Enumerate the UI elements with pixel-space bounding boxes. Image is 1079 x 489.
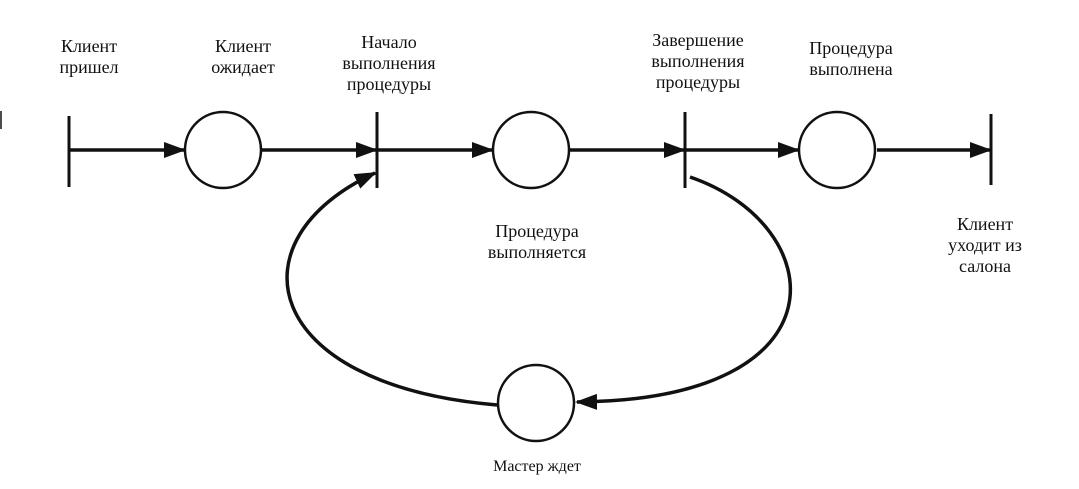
label-start-procedure: Начало выполнения процедуры — [342, 32, 436, 94]
place-procedure-done — [797, 110, 877, 190]
label-client-arrived: Клиент пришел — [59, 36, 119, 77]
label-master-waits: Мастер ждет — [493, 458, 581, 475]
arc-end-to-master-waits — [575, 175, 793, 410]
place-client-waits — [183, 110, 263, 190]
label-client-waits: Клиент ожидает — [211, 36, 275, 77]
place-master-waits — [496, 363, 576, 443]
label-client-leaves: Клиент уходит из салона — [948, 214, 1022, 276]
label-procedure-in-progress: Процедура выполняется — [487, 221, 587, 262]
place-procedure-in-progress — [491, 110, 571, 190]
label-end-procedure: Завершение выполнения процедуры — [651, 30, 745, 92]
arc-master-waits-to-start — [285, 171, 498, 407]
label-procedure-done: Процедура выполнена — [809, 38, 893, 79]
